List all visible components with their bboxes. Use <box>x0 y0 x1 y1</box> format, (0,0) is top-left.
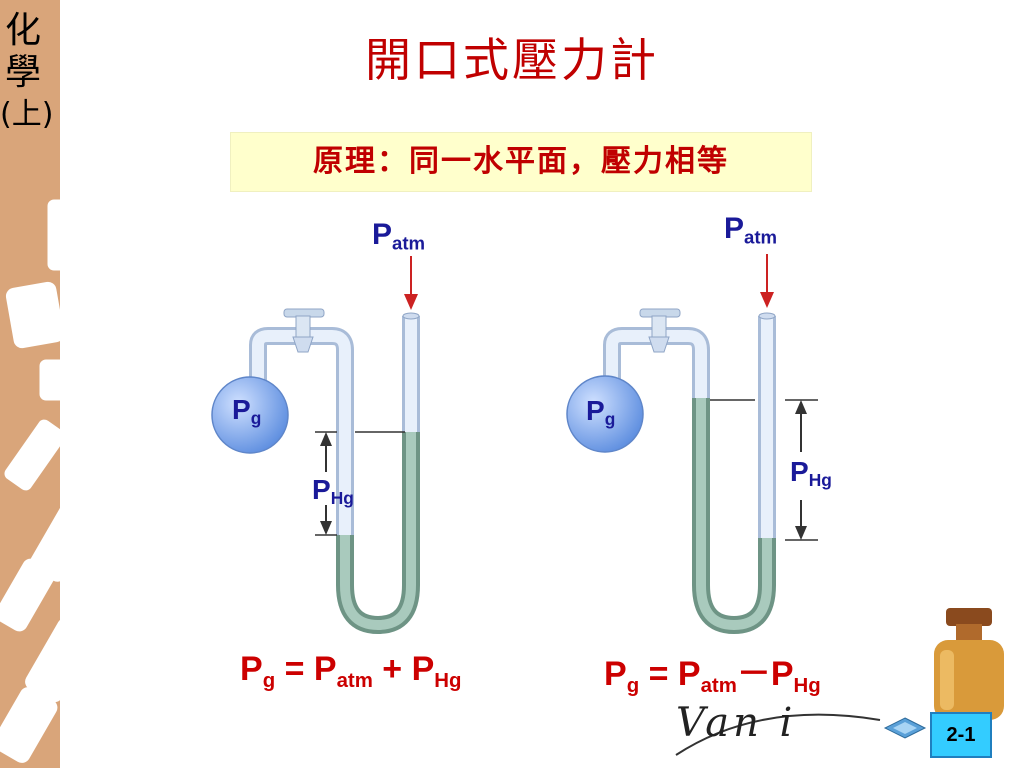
left-manometer <box>211 256 420 635</box>
bottles-pattern <box>0 0 99 768</box>
sidebar-char-3: (上) <box>0 97 54 132</box>
sidebar-title: 化 學 (上) <box>0 10 54 136</box>
page-title: 開口式壓力計 <box>365 33 659 87</box>
sidebar-char-1: 化 <box>4 10 41 51</box>
page-number[interactable]: 2-1 <box>930 712 992 758</box>
left-phg-label: PHg <box>312 474 354 509</box>
left-equation: Pg = Patm + PHg <box>240 650 462 693</box>
left-patm-label: Patm <box>372 218 426 254</box>
sidebar-char-2: 學 <box>4 52 41 93</box>
left-pg-label: Pg <box>232 394 262 429</box>
logo-swoosh <box>675 713 881 756</box>
principle-banner: 原理：同一水平面，壓力相等 <box>230 132 812 192</box>
nav-diamond-icon <box>883 717 927 739</box>
right-equation: Pg = Patm－PHg <box>604 655 821 698</box>
right-phg-label: PHg <box>790 456 832 491</box>
sidebar-decoration: 化 學 (上) <box>0 0 99 768</box>
right-manometer <box>566 254 818 635</box>
right-patm-label: Patm <box>724 212 778 248</box>
vani-logo: Van i <box>676 700 797 746</box>
bottle-decoration <box>934 608 1004 720</box>
right-pg-label: Pg <box>586 395 616 430</box>
